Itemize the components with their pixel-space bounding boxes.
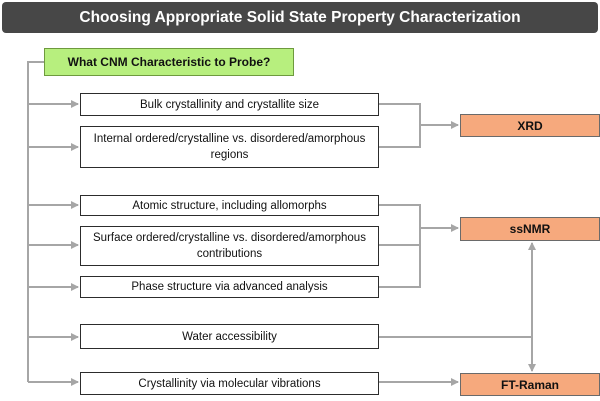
characteristic-box-1: Bulk crystallinity and crystallite size [80, 93, 379, 116]
characteristic-box-5: Phase structure via advanced analysis [80, 276, 379, 298]
characteristic-box-2: Internal ordered/crystalline vs. disorde… [80, 126, 379, 168]
characteristic-box-3: Atomic structure, including allomorphs [80, 195, 379, 216]
characteristic-box-4: Surface ordered/crystalline vs. disorder… [80, 226, 379, 266]
technique-ssnmr: ssNMR [460, 217, 600, 241]
technique-xrd: XRD [460, 114, 600, 137]
technique-ft-raman: FT-Raman [460, 373, 600, 396]
question-box: What CNM Characteristic to Probe? [44, 48, 294, 76]
trunk-line [27, 61, 44, 382]
xrd-connector [379, 103, 421, 148]
characteristic-box-6: Water accessibility [80, 324, 379, 349]
characteristic-box-7: Crystallinity via molecular vibrations [80, 372, 379, 395]
page-title: Choosing Appropriate Solid State Propert… [2, 2, 598, 33]
